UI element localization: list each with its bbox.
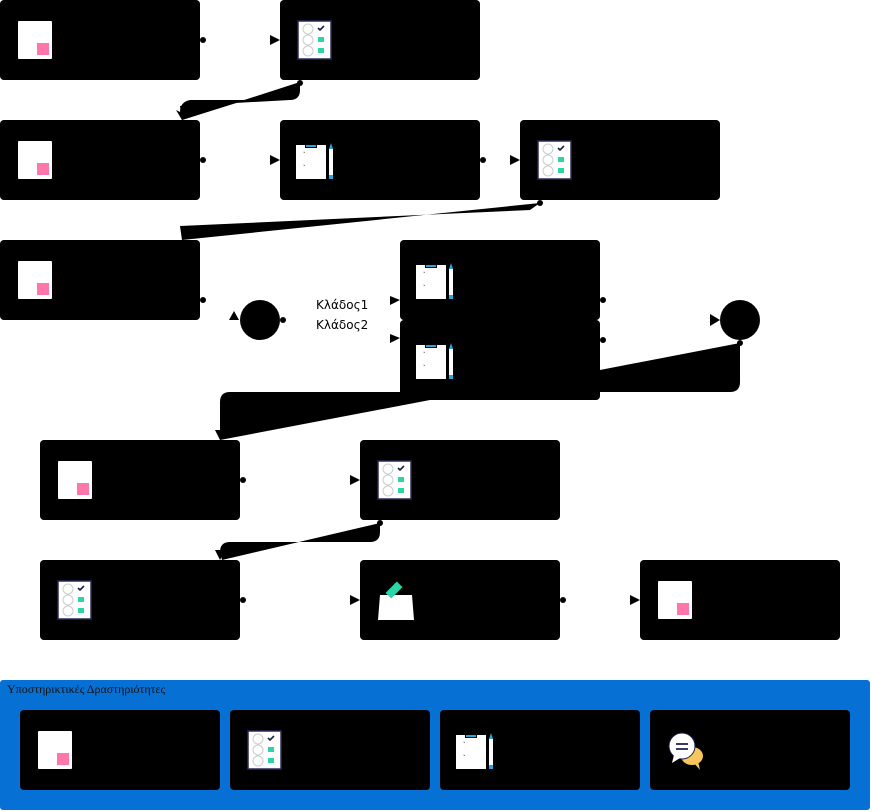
- clipboard-icon: ˅˅: [416, 340, 456, 380]
- branch-label-2: Κλάδος2: [316, 318, 369, 332]
- svg-text:˅: ˅: [303, 164, 306, 171]
- activity-node[interactable]: ˅˅: [400, 320, 600, 400]
- survey-icon: [536, 140, 576, 180]
- activity-node[interactable]: [0, 120, 200, 200]
- document-icon: [16, 260, 56, 300]
- svg-text:˅: ˅: [463, 754, 466, 761]
- activity-node[interactable]: ˅˅: [280, 120, 480, 200]
- clipboard-icon: ˅˅: [456, 730, 496, 770]
- svg-text:˅: ˅: [423, 284, 426, 291]
- activity-node[interactable]: [0, 240, 200, 320]
- activity-node[interactable]: [280, 0, 480, 80]
- gateway-join[interactable]: [720, 300, 760, 340]
- support-activities-panel: Υποστηρικτικές Δραστηριότητες ˅˅: [0, 680, 870, 810]
- svg-text:˅: ˅: [303, 151, 306, 158]
- document-icon: [656, 580, 696, 620]
- document-icon: [56, 460, 96, 500]
- support-activity-node[interactable]: [650, 710, 850, 790]
- clipboard-icon: ˅˅: [416, 260, 456, 300]
- support-activity-node[interactable]: [20, 710, 220, 790]
- survey-icon: [296, 20, 336, 60]
- document-icon: [16, 140, 56, 180]
- survey-icon: [376, 460, 416, 500]
- activity-node[interactable]: [40, 440, 240, 520]
- document-icon: [36, 730, 76, 770]
- chat-icon: [666, 730, 706, 770]
- survey-icon: [246, 730, 286, 770]
- gateway-split[interactable]: [240, 300, 280, 340]
- survey-icon: [56, 580, 96, 620]
- activity-node[interactable]: [360, 560, 560, 640]
- support-activity-node[interactable]: ˅˅: [440, 710, 640, 790]
- svg-text:˅: ˅: [423, 271, 426, 278]
- support-activity-node[interactable]: [230, 710, 430, 790]
- activity-node[interactable]: [40, 560, 240, 640]
- activity-node[interactable]: [640, 560, 840, 640]
- activity-node[interactable]: [360, 440, 560, 520]
- activity-node[interactable]: ˅˅: [400, 240, 600, 320]
- branch-label-1: Κλάδος1: [316, 298, 369, 312]
- svg-text:˅: ˅: [463, 741, 466, 748]
- panel-title: Υποστηρικτικές Δραστηριότητες: [7, 682, 166, 696]
- svg-text:˅: ˅: [423, 364, 426, 371]
- activity-node[interactable]: [0, 0, 200, 80]
- document-icon: [16, 20, 56, 60]
- activity-node[interactable]: [520, 120, 720, 200]
- svg-text:˅: ˅: [423, 351, 426, 358]
- clipboard-icon: ˅˅: [296, 140, 336, 180]
- ballot-box-icon: [376, 580, 416, 620]
